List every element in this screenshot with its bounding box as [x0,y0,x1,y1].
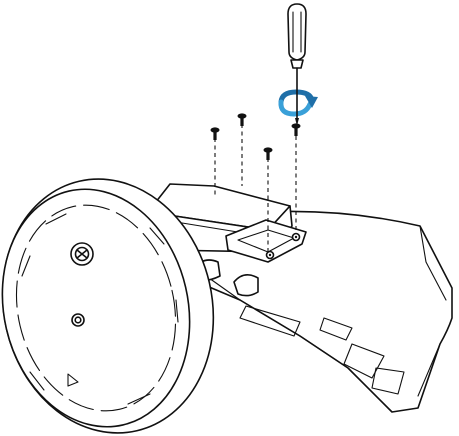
stand-base [1,178,215,434]
hinge-bracket [225,219,307,263]
screw-set [210,113,301,252]
rotate-arrow-icon [278,89,318,117]
monitor-panel [149,210,453,413]
base-locator-hole [71,313,85,327]
screwdriver-icon [287,3,307,126]
screw-icon [237,113,247,186]
panel-vent [239,305,301,337]
screw-icon [263,147,273,252]
hinge-clip-right [233,274,259,297]
panel-label [343,343,385,379]
base-center-screw [70,242,94,266]
base-arrow-mark [67,373,79,387]
screw-icon [210,127,220,196]
screw-icon [291,123,301,234]
panel-vent [319,317,353,341]
